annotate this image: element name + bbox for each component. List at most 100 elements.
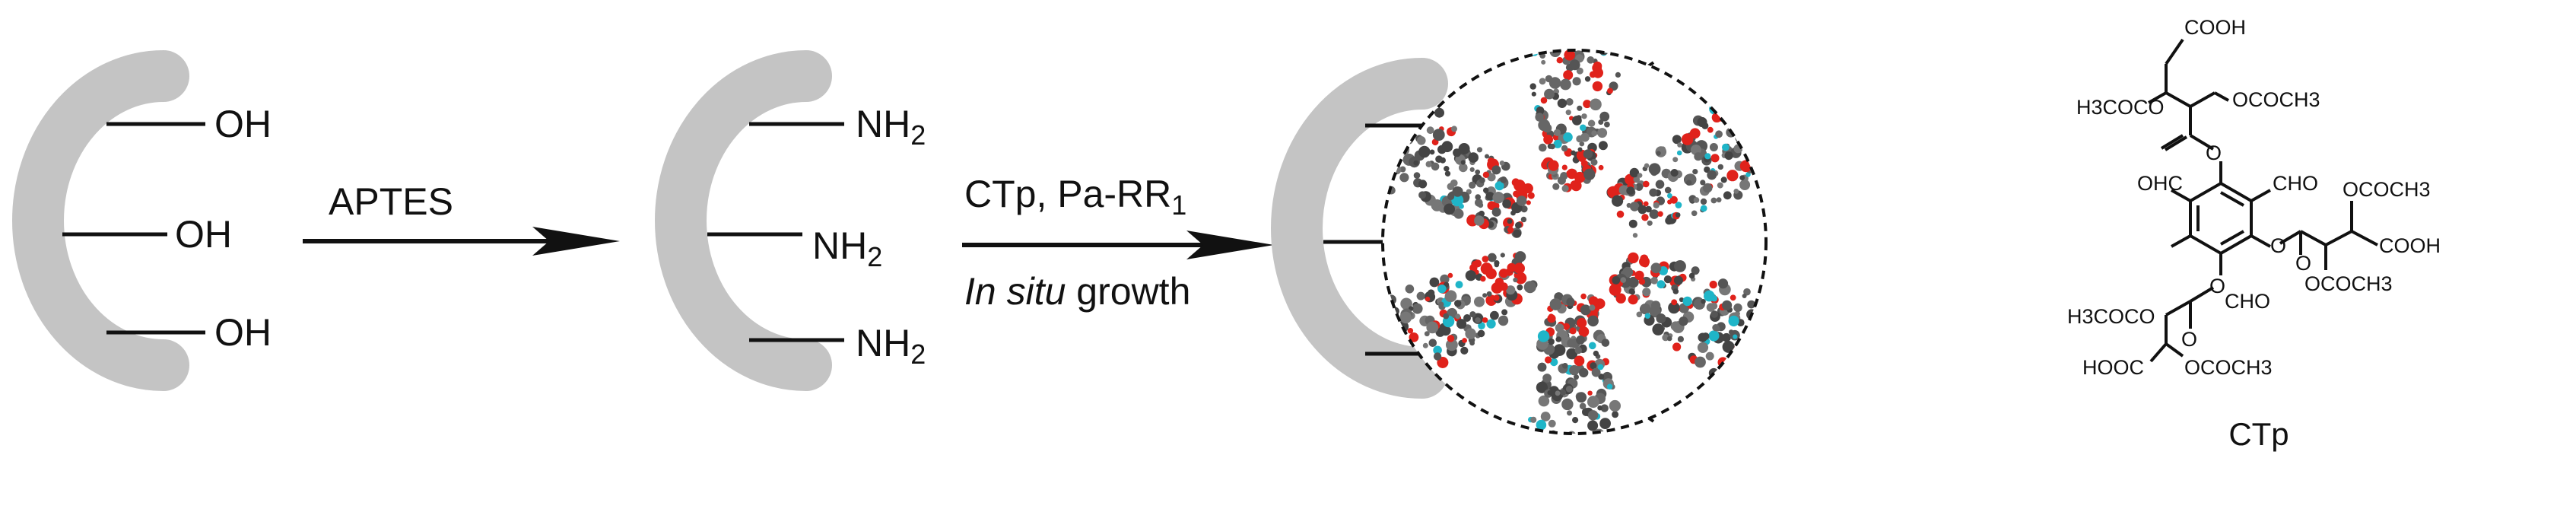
atom-dot — [1479, 210, 1485, 217]
atom-dot — [1383, 296, 1390, 308]
atom-dot — [1598, 141, 1608, 151]
atom-dot — [1527, 192, 1535, 199]
amine-label: NH2 — [856, 103, 926, 151]
atom-dot — [1523, 45, 1528, 50]
atom-dot — [1433, 345, 1442, 355]
atom-dot — [1514, 262, 1525, 275]
atom-dot — [1437, 357, 1449, 368]
atom-dot — [1620, 277, 1627, 283]
atom-dot — [1569, 364, 1580, 376]
atom-dot — [1540, 97, 1548, 104]
ctp-structure — [2148, 38, 2378, 363]
ctp-name: CTp — [2228, 416, 2289, 452]
atom-dot — [1622, 266, 1634, 278]
atom-dot — [1475, 317, 1481, 323]
atom-dot — [1487, 253, 1497, 262]
atom-dot — [1652, 323, 1664, 336]
atom-dot — [1438, 301, 1444, 307]
atom-dot — [1644, 163, 1650, 169]
atom-dot — [1728, 315, 1739, 327]
atom-dot — [1688, 272, 1695, 279]
atom-dot — [1428, 339, 1437, 348]
atom-dot — [1502, 199, 1511, 208]
atom-dot — [1599, 418, 1612, 429]
atom-dot — [1591, 367, 1601, 377]
atom-dot — [1601, 339, 1610, 347]
atom-dot — [1722, 332, 1731, 342]
atom-dot — [1722, 300, 1733, 310]
atom-dot — [1506, 285, 1516, 295]
atom-dot — [1399, 173, 1409, 183]
atom-dot — [1701, 299, 1706, 304]
atom-dot — [1626, 186, 1635, 196]
atom-dot — [1453, 148, 1462, 157]
atom-dot — [1702, 183, 1713, 193]
atom-dot — [1444, 166, 1450, 172]
atom-dot — [1459, 163, 1468, 173]
atom-dot — [1526, 200, 1531, 205]
ctp-labels: COOH H3COCO OCOCH3 O OHC CHO O O OCOCH3 … — [2067, 16, 2441, 452]
atom-dot — [1535, 113, 1544, 122]
atom-dot — [1642, 288, 1651, 297]
atom-dot — [1639, 256, 1650, 267]
atom-dot — [1670, 169, 1679, 177]
atom-dot — [1469, 181, 1476, 189]
atom-dot — [1598, 164, 1604, 170]
atom-dot — [1418, 145, 1431, 158]
atom-dot — [1715, 130, 1723, 138]
atom-dot — [1542, 123, 1552, 133]
substrate-arc-2 — [655, 50, 832, 391]
atom-dot — [1587, 43, 1593, 49]
atom-dot — [1440, 157, 1446, 164]
atom-dot — [1656, 313, 1666, 323]
atom-dot — [1604, 121, 1610, 128]
atom-dot — [1634, 270, 1644, 281]
atom-dot — [1612, 276, 1621, 285]
atom-dot — [1653, 202, 1660, 208]
atom-dot — [1563, 132, 1573, 142]
arrow-head — [532, 227, 620, 256]
atom-dot — [1593, 350, 1599, 357]
atom-dot — [1713, 100, 1721, 108]
ctp-cho-bottom: CHO — [2225, 290, 2270, 313]
atom-dot — [1437, 285, 1447, 294]
atom-dot — [1581, 113, 1587, 119]
atom-dot — [1549, 298, 1562, 310]
atom-dot — [1650, 277, 1658, 285]
atom-dot — [1681, 133, 1694, 145]
atom-dot — [1761, 294, 1766, 307]
atom-dot — [1588, 296, 1599, 307]
amine-label: NH2 — [812, 224, 882, 272]
atom-dot — [1635, 183, 1644, 191]
atom-dot — [1612, 411, 1619, 418]
atom-dot — [1459, 203, 1464, 209]
atom-dot — [1587, 410, 1599, 421]
atom-dot — [1400, 297, 1412, 310]
step1-arrow: APTES — [303, 180, 620, 256]
atom-dot — [1739, 160, 1752, 173]
atom-dot — [1671, 299, 1678, 306]
atom-dot — [1462, 338, 1467, 343]
atom-dot — [1710, 310, 1719, 318]
atom-dot — [1616, 210, 1625, 218]
atom-dot — [1474, 296, 1485, 307]
atom-dot — [1657, 211, 1663, 217]
atom-dot — [1648, 163, 1661, 176]
atom-dot — [1424, 331, 1430, 337]
atom-dot — [1547, 314, 1556, 323]
atom-dot — [1570, 180, 1578, 189]
atom-dot — [1618, 185, 1629, 196]
atom-dot — [1499, 282, 1508, 291]
atom-dot — [1482, 256, 1489, 262]
zoom-circle — [1381, 49, 1768, 435]
ctp-cho-right: CHO — [2273, 172, 2318, 195]
ctp-oac-left: H3COCO — [2076, 96, 2165, 119]
atom-dot — [1697, 116, 1707, 128]
atom-dot — [1599, 111, 1610, 122]
ctp-cooh-right: COOH — [2379, 234, 2441, 257]
atom-dot — [1587, 315, 1599, 327]
atom-dot — [1537, 362, 1547, 372]
atom-dot — [1583, 100, 1592, 109]
atom-dot — [1572, 116, 1582, 126]
atom-dot — [1418, 108, 1429, 119]
